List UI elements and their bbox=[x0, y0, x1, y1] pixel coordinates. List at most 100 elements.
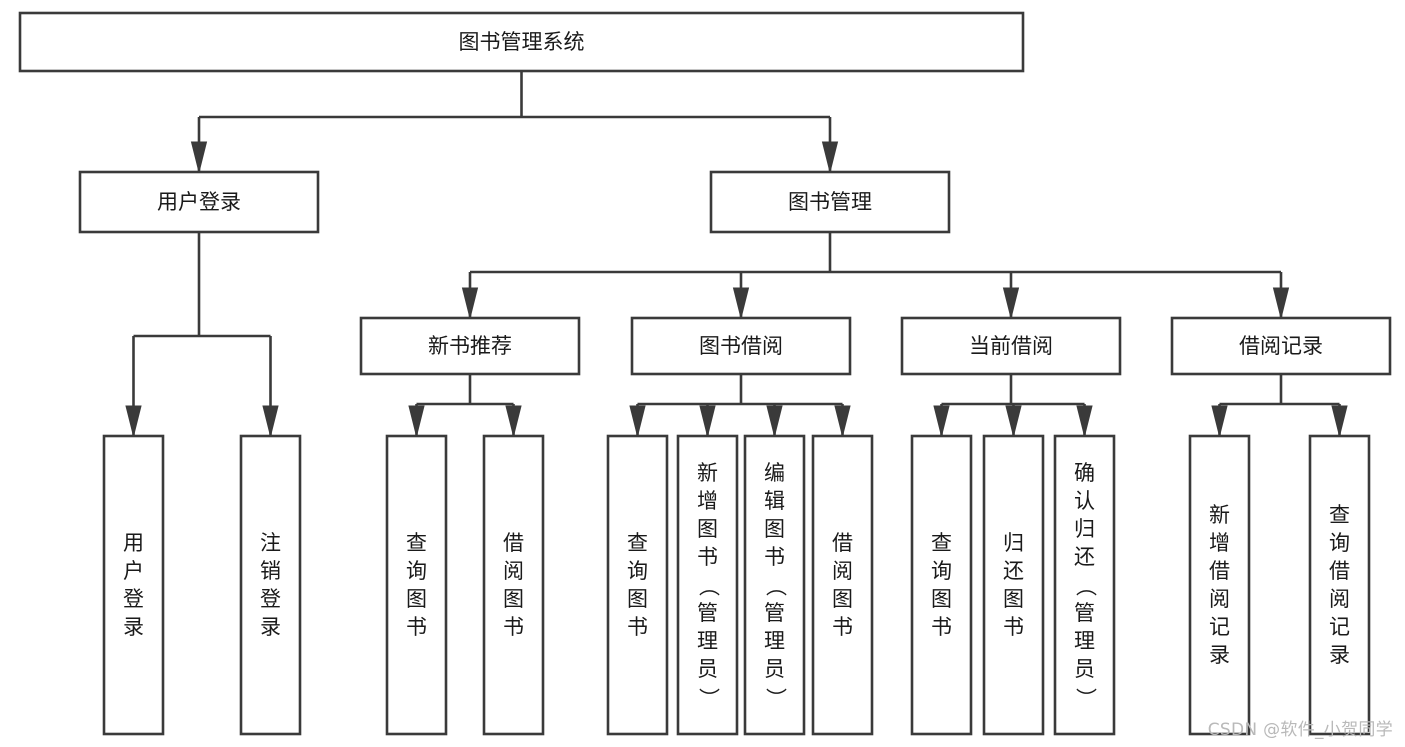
node-new-book-rec[interactable]: 新书推荐 bbox=[359, 316, 581, 376]
node-box bbox=[606, 434, 669, 736]
node-label-char: 图 bbox=[764, 517, 785, 541]
node-label-char: 询 bbox=[931, 559, 952, 583]
node-user-login[interactable]: 用户登录 bbox=[78, 170, 320, 234]
node-label-char: 归 bbox=[1074, 517, 1095, 541]
node-label-char: 理 bbox=[764, 629, 785, 653]
node-label-char: 增 bbox=[697, 489, 718, 513]
node-label-char: 登 bbox=[260, 587, 281, 611]
node-borrow-record[interactable]: 借阅记录 bbox=[1170, 316, 1392, 376]
arrow-head-icon bbox=[408, 405, 425, 437]
arrow-head-icon bbox=[190, 141, 208, 173]
node-current-borrow[interactable]: 当前借阅 bbox=[900, 316, 1122, 376]
node-label-char: ） bbox=[697, 688, 721, 709]
arrow-head-icon bbox=[699, 405, 716, 437]
node-label-char: 理 bbox=[1074, 629, 1095, 653]
arrow-head-icon bbox=[262, 405, 279, 437]
node-root-图书管理系统[interactable]: 图书管理系统 bbox=[18, 11, 1025, 73]
node-layer: 图书管理系统用户登录图书管理新书推荐图书借阅当前借阅借阅记录用户登录注销登录查询… bbox=[18, 11, 1392, 736]
node-label-char: （ bbox=[764, 576, 788, 597]
arrow-head-icon bbox=[1005, 405, 1022, 437]
node-label-char: 图 bbox=[1003, 587, 1024, 611]
arrow-head-icon bbox=[1002, 287, 1020, 319]
node-label-char: 图 bbox=[697, 517, 718, 541]
node-label-char: 录 bbox=[123, 615, 144, 639]
node-label-char: 书 bbox=[832, 615, 853, 639]
arrow-head-icon bbox=[766, 405, 783, 437]
node-label-char: 阅 bbox=[1209, 587, 1230, 611]
node-label-char: 书 bbox=[764, 545, 785, 569]
node-label-char: 借 bbox=[1329, 559, 1350, 583]
arrow-head-icon bbox=[505, 405, 522, 437]
node-label: 图书借阅 bbox=[699, 334, 783, 358]
node-box bbox=[910, 434, 973, 736]
arrow-head-icon bbox=[933, 405, 950, 437]
node-label: 新书推荐 bbox=[428, 334, 512, 358]
node-label-char: 还 bbox=[1074, 545, 1095, 569]
node-label-char: 书 bbox=[931, 615, 952, 639]
node-label-char: 用 bbox=[123, 531, 144, 555]
node-label-char: 新 bbox=[1209, 503, 1230, 527]
node-box bbox=[78, 170, 320, 234]
node-book-borrow[interactable]: 图书借阅 bbox=[630, 316, 852, 376]
node-label-char: 记 bbox=[1209, 615, 1230, 639]
node-label: 借阅记录 bbox=[1239, 334, 1323, 358]
arrow-head-icon bbox=[1331, 405, 1348, 437]
node-label: 图书管理 bbox=[788, 190, 872, 214]
node-box bbox=[1188, 434, 1251, 736]
node-label-char: 书 bbox=[503, 615, 524, 639]
node-label-char: （ bbox=[697, 576, 721, 597]
node-box bbox=[102, 434, 165, 736]
node-box bbox=[709, 170, 951, 234]
node-label-char: 编 bbox=[764, 461, 785, 485]
node-label-char: 图 bbox=[503, 587, 524, 611]
node-label-char: 销 bbox=[260, 559, 281, 583]
node-box bbox=[1170, 316, 1392, 376]
node-label-char: ） bbox=[1074, 688, 1098, 709]
node-box bbox=[1308, 434, 1371, 736]
node-label-char: 户 bbox=[123, 559, 144, 583]
node-label-char: 阅 bbox=[1329, 587, 1350, 611]
node-label-char: 图 bbox=[832, 587, 853, 611]
node-label-char: 确 bbox=[1074, 461, 1095, 485]
node-label-char: 借 bbox=[832, 531, 853, 555]
node-label-char: 询 bbox=[406, 559, 427, 583]
node-label-char: 书 bbox=[406, 615, 427, 639]
node-box bbox=[1053, 434, 1116, 736]
node-label-char: 图 bbox=[931, 587, 952, 611]
node-label-char: 员 bbox=[697, 657, 718, 681]
node-label-char: 管 bbox=[1074, 601, 1095, 625]
node-label-char: 辑 bbox=[764, 489, 785, 513]
node-label-char: 询 bbox=[627, 559, 648, 583]
arrow-head-icon bbox=[732, 287, 750, 319]
node-label-char: 登 bbox=[123, 587, 144, 611]
node-box bbox=[239, 434, 302, 736]
node-label-char: ） bbox=[764, 688, 788, 709]
node-label-char: 书 bbox=[697, 545, 718, 569]
node-label-char: 录 bbox=[1329, 643, 1350, 667]
node-leaf-user-login[interactable]: 用户登录 bbox=[102, 434, 165, 736]
node-box bbox=[359, 316, 581, 376]
node-label-char: （ bbox=[1074, 576, 1098, 597]
node-book-manage[interactable]: 图书管理 bbox=[709, 170, 951, 234]
node-box bbox=[811, 434, 874, 736]
node-label-char: 查 bbox=[406, 531, 427, 555]
node-label-char: 管 bbox=[764, 601, 785, 625]
node-label: 图书管理系统 bbox=[459, 30, 585, 54]
node-label-char: 图 bbox=[627, 587, 648, 611]
node-label-char: 员 bbox=[1074, 657, 1095, 681]
node-label-char: 录 bbox=[260, 615, 281, 639]
node-label-char: 管 bbox=[697, 601, 718, 625]
